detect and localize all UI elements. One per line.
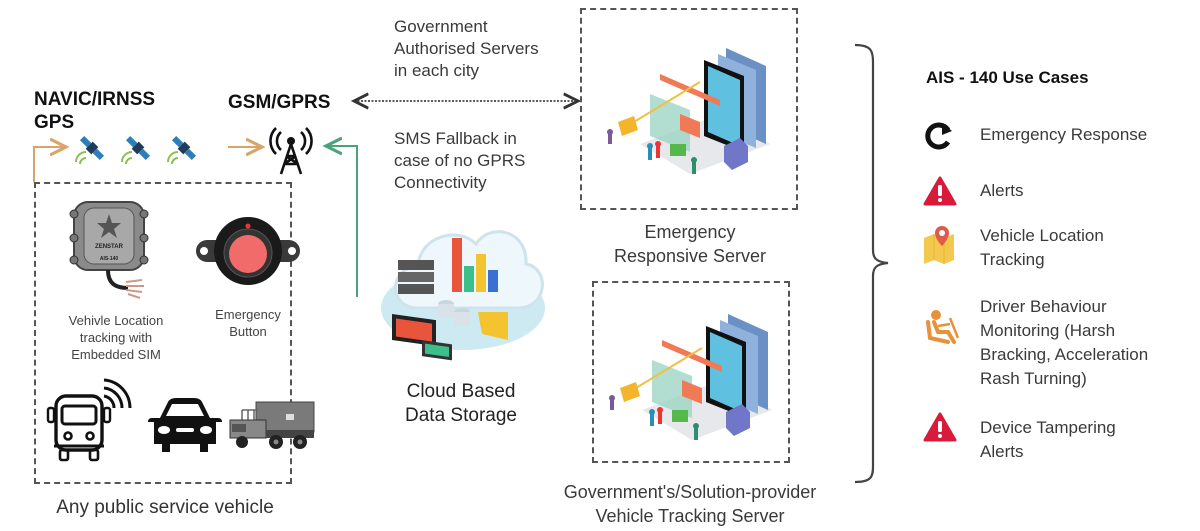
satellite-icon	[121, 135, 151, 165]
gov-servers-line: in each city	[394, 61, 480, 80]
server-rack	[398, 260, 434, 294]
gov-servers-label: Government Authorised Servers in each ci…	[394, 16, 539, 82]
button-caption-line: Button	[229, 324, 267, 339]
emergency-server-illustration	[600, 34, 780, 189]
map-pin-icon	[922, 224, 958, 264]
navic-label-line2: GPS	[34, 112, 75, 133]
use-case-text: Vehicle Location	[980, 226, 1104, 245]
use-case-text: Emergency Response	[980, 125, 1148, 144]
use-case-text: Monitoring (Harsh	[980, 321, 1116, 340]
gov-servers-line: Government	[394, 17, 488, 36]
use-case-text: Alerts	[980, 442, 1024, 461]
use-case-item: Alerts	[980, 180, 1023, 202]
use-case-item: Driver Behaviour Monitoring (Harsh Brack…	[980, 295, 1148, 391]
button-caption-line: Emergency	[215, 307, 281, 322]
vehicle-box-caption: Any public service vehicle	[56, 497, 274, 518]
use-case-text: Bracking, Acceleration	[980, 345, 1149, 364]
sms-fallback-line: SMS Fallback in	[394, 129, 517, 148]
cell-tower-icon	[268, 124, 314, 181]
refresh-icon	[924, 120, 954, 150]
device-caption-line: tracking with	[79, 330, 153, 345]
device-caption-line: Embedded SIM	[71, 347, 161, 362]
warning-icon	[923, 176, 957, 206]
use-case-text: Tracking	[980, 250, 1045, 269]
gov-servers-line: Authorised Servers	[394, 39, 539, 58]
emergency-button-caption: Emergency Button	[200, 306, 296, 340]
use-case-item: Vehicle Location Tracking	[980, 224, 1104, 272]
warning-icon	[923, 412, 957, 442]
use-cases-heading: AIS - 140 Use Cases	[926, 68, 1089, 87]
use-case-text: Alerts	[980, 181, 1024, 200]
cloud-storage-label: Cloud Based Data Storage	[386, 380, 536, 428]
driver-seat-icon	[922, 308, 962, 348]
use-case-item: Device Tampering Alerts	[980, 416, 1116, 464]
sms-fallback-line: Connectivity	[394, 173, 487, 192]
cloud-label-line: Data Storage	[405, 405, 517, 426]
cloud-bar-yellow	[476, 254, 486, 292]
bus-icon	[44, 376, 144, 471]
ers-label-line: Emergency	[644, 222, 736, 242]
satellite-icon	[75, 135, 105, 165]
emergency-server-box	[580, 8, 798, 210]
cloud-bar-green	[464, 266, 474, 292]
sms-fallback-arrow	[326, 146, 358, 297]
sms-fallback-line: case of no GPRS	[394, 151, 526, 170]
tracking-device-caption: Vehivle Location tracking with Embedded …	[56, 312, 176, 363]
use-case-item: Emergency Response	[980, 124, 1147, 146]
emergency-server-label: Emergency Responsive Server	[590, 220, 790, 268]
truck-image	[228, 398, 315, 461]
cloud-storage-illustration	[378, 208, 548, 363]
navic-label-line1: NAVIC/IRNSS	[34, 89, 156, 110]
tracking-server-box	[592, 281, 790, 463]
curly-brace	[854, 43, 889, 484]
device-brand: ZENSTAR	[95, 244, 124, 250]
device-caption-line: Vehivle Location	[68, 313, 164, 328]
vts-label-line: Government's/Solution-provider	[563, 482, 817, 502]
cloud-bar-red	[452, 238, 462, 292]
gps-uplink-arrow	[33, 147, 66, 182]
use-case-text: Device Tampering	[980, 418, 1116, 437]
vehicle-box	[34, 182, 292, 484]
tracking-server-label: Government's/Solution-provider Vehicle T…	[530, 480, 850, 528]
tracking-device-image: ZENSTAR AIS-140	[68, 196, 158, 311]
device-model: AIS-140	[100, 256, 119, 262]
use-case-text: Rash Turning)	[980, 369, 1087, 388]
satellite-group	[70, 132, 210, 177]
tracking-server-illustration	[602, 300, 782, 455]
vts-label-line: Vehicle Tracking Server	[595, 506, 785, 526]
cloud-label-line: Cloud Based	[406, 381, 516, 402]
gsm-label: GSM/GPRS	[228, 92, 331, 113]
car-icon	[144, 396, 226, 463]
emergency-button-image	[194, 212, 304, 297]
ers-label-line: Responsive Server	[613, 246, 767, 266]
navic-label: NAVIC/IRNSS GPS	[34, 88, 155, 134]
sms-fallback-label: SMS Fallback in case of no GPRS Connecti…	[394, 128, 525, 194]
use-case-text: Driver Behaviour	[980, 297, 1107, 316]
satellite-icon	[167, 135, 197, 165]
cloud-bar-blue	[488, 270, 498, 292]
